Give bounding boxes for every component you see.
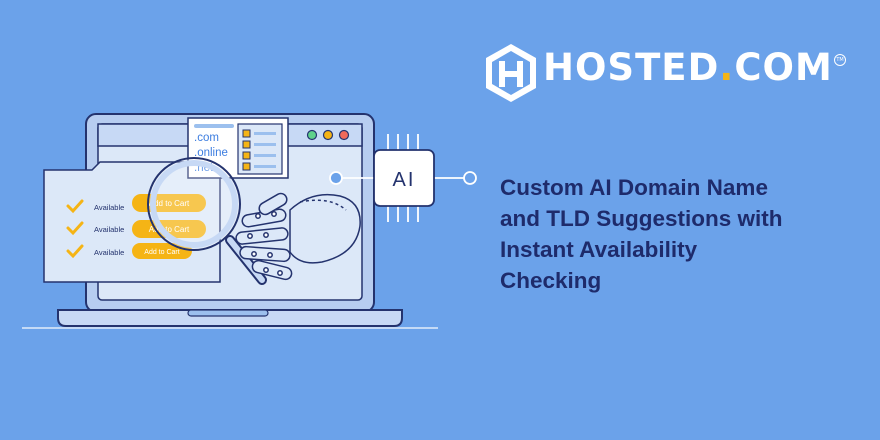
- add-to-cart-label: Add to Cart: [149, 225, 190, 234]
- brand-name: HOSTED: [543, 46, 720, 89]
- brand-tld: COM: [734, 46, 833, 89]
- tld-label: .online: [194, 147, 228, 159]
- availability-label: Available: [94, 225, 124, 234]
- window-dot-red: [338, 129, 350, 141]
- headline-line: Custom AI Domain Name: [500, 175, 768, 200]
- headline-line: and TLD Suggestions with: [500, 206, 783, 231]
- availability-label: Available: [94, 203, 124, 212]
- brand-wordmark: HOSTED.COM: [543, 46, 833, 89]
- availability-label: Available: [94, 248, 124, 257]
- ai-chip-icon: [329, 134, 477, 222]
- check-icon: [66, 199, 84, 214]
- robot-hand-icon: [235, 192, 361, 281]
- hosted-logo-icon: [486, 44, 536, 102]
- window-dot-green: [306, 129, 318, 141]
- check-icon: [66, 221, 84, 236]
- tld-label: .com: [194, 132, 219, 144]
- headline: Custom AI Domain Name and TLD Suggestion…: [500, 172, 860, 296]
- add-to-cart-label: Add to Cart: [149, 199, 190, 208]
- brand-dot: .: [719, 46, 735, 89]
- headline-line: Instant Availability: [500, 237, 698, 262]
- magnifier-icon: [147, 157, 267, 285]
- ai-chip-label: AI: [393, 169, 416, 191]
- check-icon: [66, 244, 84, 259]
- add-to-cart-label: Add to Cart: [144, 249, 179, 256]
- window-dot-yellow: [322, 129, 334, 141]
- trademark-badge: TM: [834, 54, 846, 66]
- headline-line: Checking: [500, 268, 602, 293]
- add-to-cart-button: [132, 220, 206, 238]
